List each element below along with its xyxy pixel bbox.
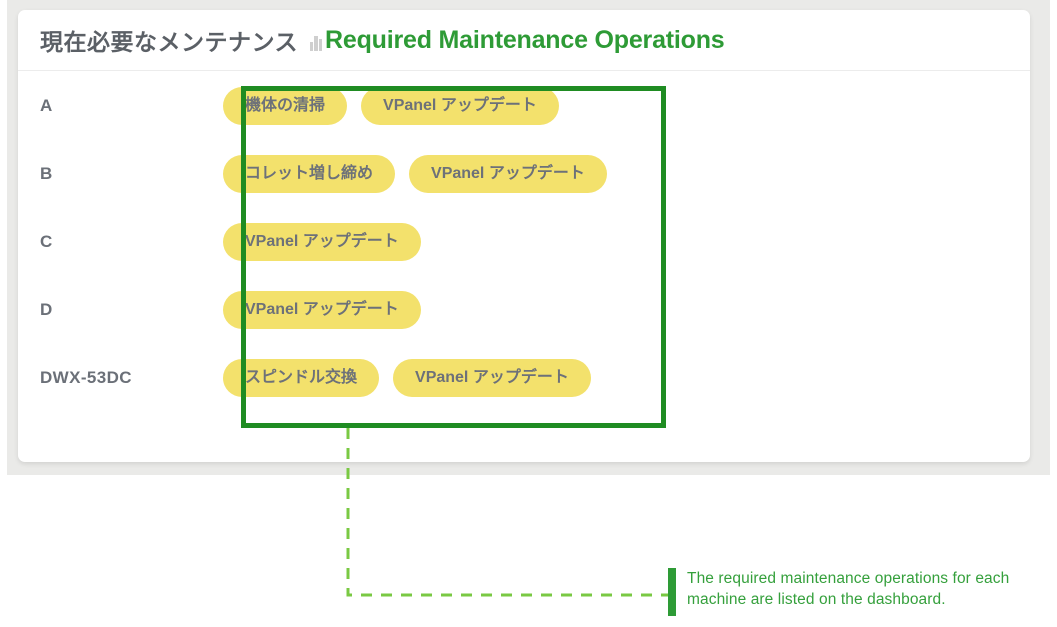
operation-pill[interactable]: VPanel アップデート	[393, 359, 591, 397]
page-title-english: Required Maintenance Operations	[325, 25, 725, 54]
machine-label: C	[40, 232, 53, 251]
callout-annotation: The required maintenance operations for …	[668, 568, 1009, 616]
operation-pill[interactable]: スピンドル交換	[223, 359, 380, 397]
operation-pill[interactable]: 機体の清掃	[223, 87, 348, 125]
operation-pill[interactable]: VPanel アップデート	[361, 87, 559, 125]
operation-pill[interactable]: VPanel アップデート	[223, 291, 421, 329]
machine-label: A	[40, 96, 53, 115]
table-row: D VPanel アップデート	[18, 276, 1030, 344]
operation-pill-group: コレット増し締め VPanel アップデート	[223, 155, 607, 193]
table-row: C VPanel アップデート	[18, 208, 1030, 276]
operation-pill-group: VPanel アップデート	[223, 291, 421, 329]
page-title-japanese: 現在必要なメンテナンス	[40, 29, 299, 55]
card-header: 現在必要なメンテナンス Required Maintenance Operati…	[18, 10, 1030, 71]
operation-pill-group: VPanel アップデート	[223, 223, 421, 261]
machine-label: DWX-53DC	[40, 368, 132, 387]
bar-chart-icon	[310, 34, 323, 51]
operation-pill[interactable]: コレット増し締め	[223, 155, 396, 193]
operation-pill-group: スピンドル交換 VPanel アップデート	[223, 359, 591, 397]
annotation-accent-bar	[668, 568, 676, 616]
table-row: DWX-53DC スピンドル交換 VPanel アップデート	[18, 344, 1030, 412]
machine-label: B	[40, 164, 53, 183]
operation-pill-group: 機体の清掃 VPanel アップデート	[223, 87, 559, 125]
operation-pill[interactable]: VPanel アップデート	[409, 155, 607, 193]
maintenance-card: 現在必要なメンテナンス Required Maintenance Operati…	[18, 10, 1030, 462]
table-row: B コレット増し締め VPanel アップデート	[18, 140, 1030, 208]
maintenance-row-list: A 機体の清掃 VPanel アップデート B コレット増し締め VPanel …	[18, 72, 1030, 462]
annotation-text: The required maintenance operations for …	[687, 570, 1010, 608]
table-row: A 機体の清掃 VPanel アップデート	[18, 72, 1030, 140]
operation-pill[interactable]: VPanel アップデート	[223, 223, 421, 261]
machine-label: D	[40, 300, 53, 319]
